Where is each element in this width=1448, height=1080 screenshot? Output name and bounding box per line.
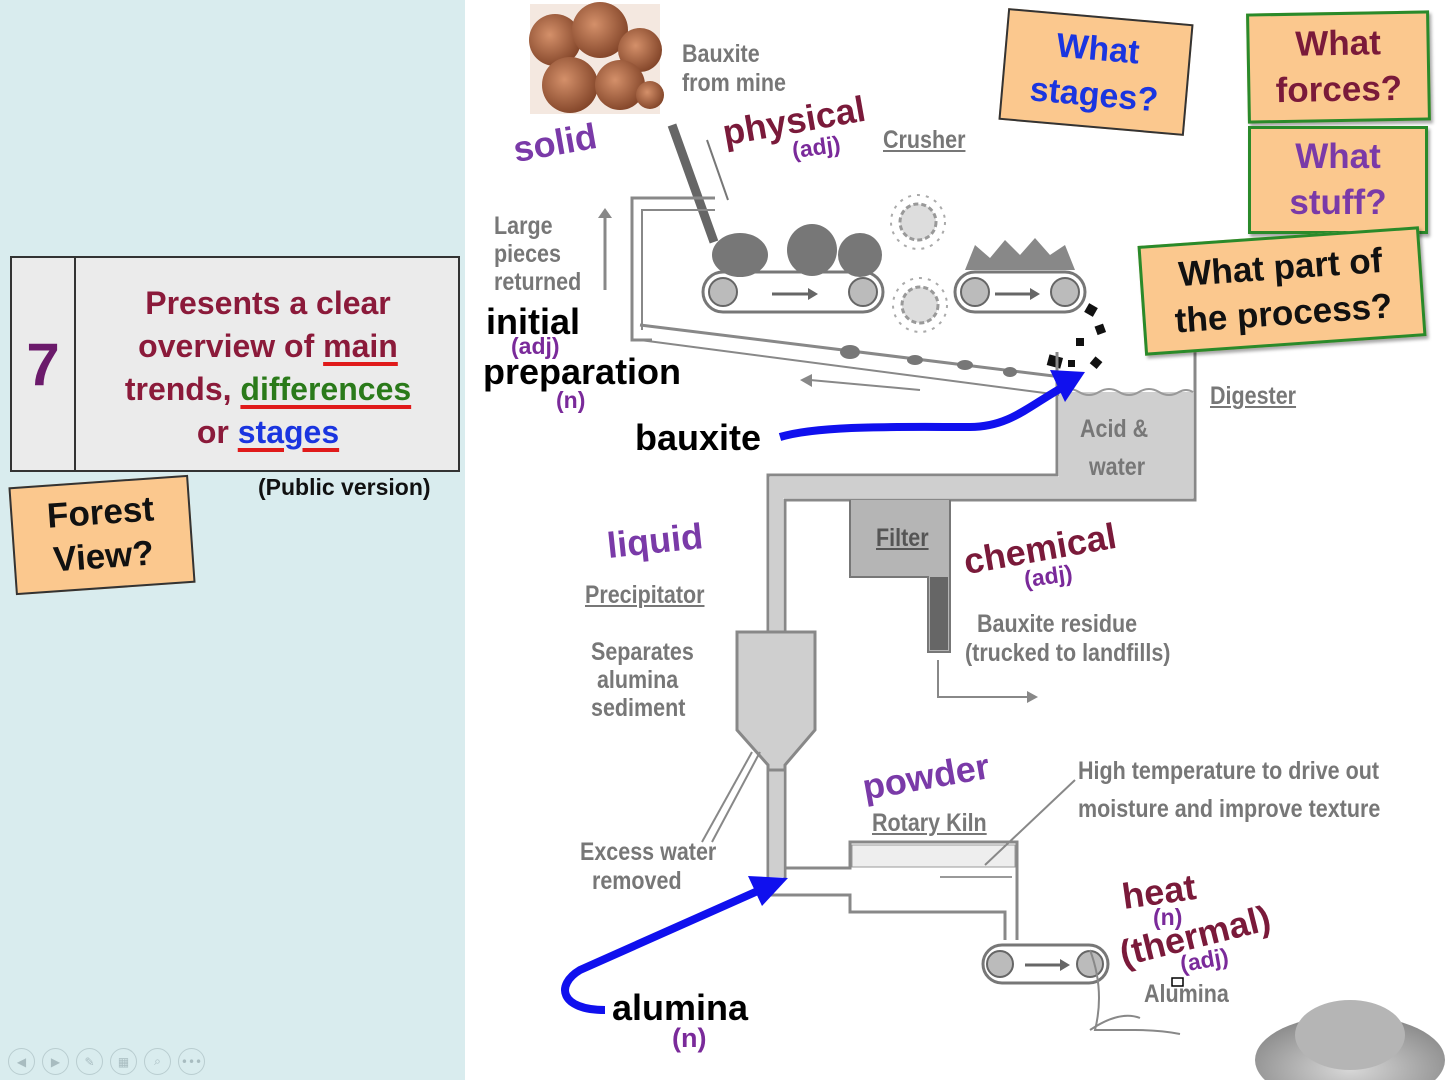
annotation-preparation-pos: (n)	[556, 387, 586, 413]
crusher-gears	[890, 194, 948, 333]
annotation-initial-pos: (adj)	[511, 333, 560, 359]
pen-icon[interactable]: ✎	[76, 1048, 103, 1075]
prev-icon[interactable]: ◀	[8, 1048, 35, 1075]
slides-icon[interactable]: ▦	[110, 1048, 137, 1075]
residue-label: Bauxite residue(trucked to landfills)	[965, 610, 1171, 667]
annotation-bauxite: bauxite	[635, 417, 762, 458]
acid-water-label: Acid & water	[1080, 415, 1149, 481]
zoom-icon[interactable]: ⌕	[144, 1048, 171, 1075]
filter-label: Filter	[876, 524, 929, 552]
digester-label: Digester	[1210, 382, 1297, 410]
next-icon[interactable]: ▶	[42, 1048, 69, 1075]
annotation-alumina: alumina	[612, 987, 749, 1028]
annotation-physical-pos: (adj)	[790, 130, 843, 164]
annotation-preparation: preparation	[483, 351, 682, 392]
criterion-number: 7	[12, 258, 76, 470]
annotation-alumina-pos: (n)	[672, 1023, 707, 1053]
public-version-label: (Public version)	[258, 474, 431, 500]
bauxite-arrow	[778, 382, 1067, 441]
annotation-heat-pos: (n)	[1153, 904, 1183, 930]
precipitator-label: Precipitator	[585, 581, 705, 609]
criterion-box: 7 Presents a clear overview of main tren…	[10, 256, 460, 472]
annotation-powder: powder	[859, 745, 993, 808]
bauxite-rocks-image	[529, 2, 664, 114]
word-differences: differences	[240, 371, 412, 407]
excess-water-label: Excess water removed	[580, 838, 717, 895]
word-stages: stages	[237, 414, 340, 450]
criterion-text: Presents a clear overview of main trends…	[124, 285, 412, 450]
slide-nav: ◀ ▶ ✎ ▦ ⌕ •••	[8, 1048, 205, 1075]
annotation-solid: solid	[509, 115, 600, 170]
annotation-liquid: liquid	[605, 515, 705, 566]
rotary-kiln-label: Rotary Kiln	[872, 809, 987, 837]
alumina-small-label: Alumina	[1144, 980, 1229, 1008]
alumina-powder-image	[1255, 1015, 1445, 1080]
more-icon[interactable]: •••	[178, 1048, 205, 1075]
crusher-label: Crusher	[883, 126, 966, 154]
annotation-initial: initial	[486, 301, 581, 342]
word-main: main	[323, 328, 398, 364]
annotation-chemical-pos: (adj)	[1022, 559, 1075, 593]
